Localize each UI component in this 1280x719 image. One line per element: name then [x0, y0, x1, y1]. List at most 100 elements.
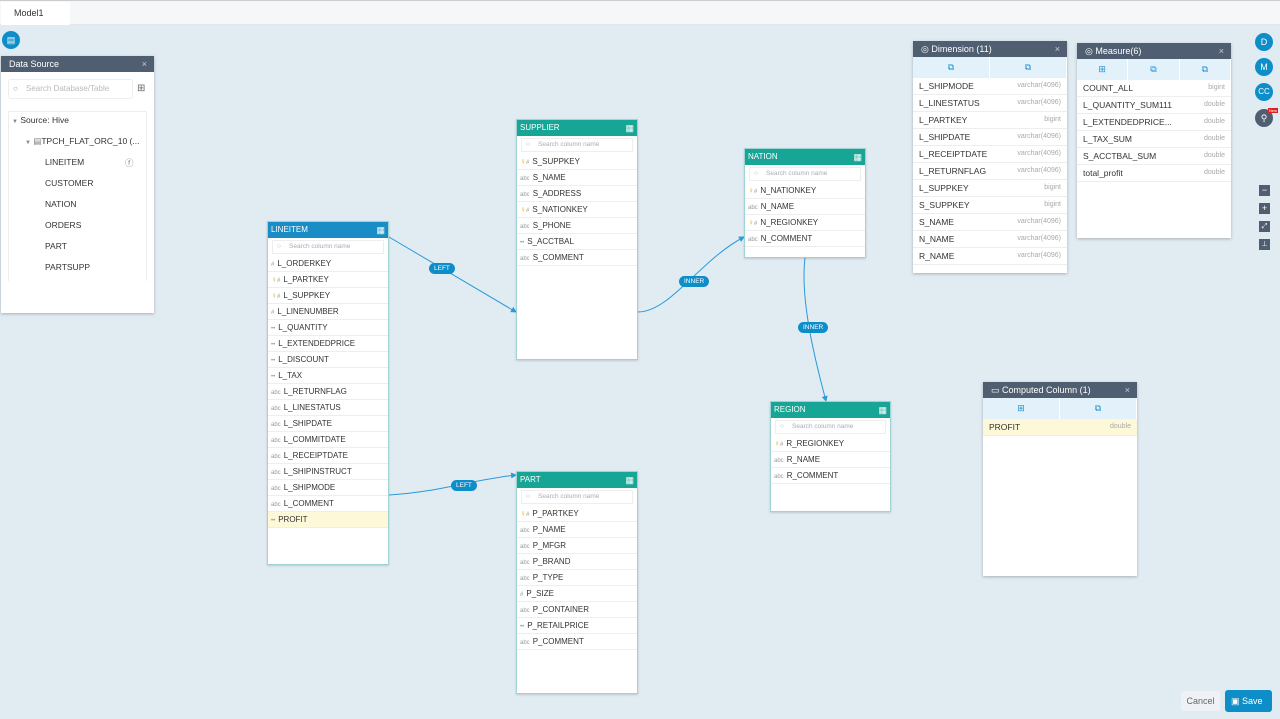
join-line[interactable]: [388, 236, 517, 313]
fit-screen-icon[interactable]: ⤢: [1259, 221, 1270, 232]
join-label[interactable]: INNER: [798, 322, 829, 333]
grid-icon[interactable]: ▦: [376, 225, 385, 235]
batch-add-icon[interactable]: ⧉: [913, 57, 990, 78]
grid-icon[interactable]: ▦: [625, 123, 634, 133]
table-header[interactable]: SUPPLIER▦: [517, 120, 637, 136]
batch-add-icon[interactable]: ⧉: [1128, 59, 1180, 80]
tree-table-customer[interactable]: CUSTOMER: [45, 178, 94, 188]
table-nation[interactable]: NATION▦ ○Search column name♀#N_NATIONKEY…: [744, 148, 866, 258]
table-header[interactable]: PART▦: [517, 472, 637, 488]
caret-down-icon[interactable]: ▼: [25, 140, 31, 146]
datasource-toggle-button[interactable]: ▤: [2, 31, 20, 49]
table-header[interactable]: NATION▦: [745, 149, 865, 165]
measure-item[interactable]: L_EXTENDEDPRICE...double: [1077, 114, 1231, 131]
table-header[interactable]: LINEITEM▦: [268, 222, 388, 238]
computed-column-button[interactable]: CC: [1255, 83, 1273, 101]
column-row[interactable]: ♀#N_REGIONKEY: [745, 215, 865, 231]
table-lineitem[interactable]: LINEITEM▦ ○Search column name#L_ORDERKEY…: [267, 221, 389, 565]
tree-table-lineitem[interactable]: LINEITEM: [45, 157, 85, 167]
search-column-input[interactable]: ○Search column name: [775, 420, 886, 434]
grid-icon[interactable]: ▦: [878, 405, 887, 415]
join-label[interactable]: LEFT: [451, 480, 477, 491]
column-row[interactable]: ••PROFIT: [268, 512, 388, 528]
table-header[interactable]: REGION▦: [771, 402, 890, 418]
grid-icon[interactable]: ▦: [853, 152, 862, 162]
join-line[interactable]: [637, 236, 745, 313]
column-row[interactable]: ••S_ACCTBAL: [517, 234, 637, 250]
table-supplier[interactable]: SUPPLIER▦ ○Search column name ♀#S_SUPPKEY…: [516, 119, 638, 360]
close-icon[interactable]: ×: [141, 59, 147, 69]
column-row[interactable]: #L_LINENUMBER: [268, 304, 388, 320]
column-row[interactable]: ••P_RETAILPRICE: [517, 618, 637, 634]
column-row[interactable]: ♀#R_REGIONKEY: [771, 436, 890, 452]
column-row[interactable]: ••L_DISCOUNT: [268, 352, 388, 368]
tree-database[interactable]: TPCH_FLAT_ORC_10 (...: [41, 136, 140, 146]
search-column-input[interactable]: ○Search column name: [272, 240, 384, 254]
column-row[interactable]: ••L_TAX: [268, 368, 388, 384]
dimension-button[interactable]: D: [1255, 33, 1273, 51]
tree-table-partsupp[interactable]: PARTSUPP: [45, 262, 91, 272]
batch-remove-icon[interactable]: ⧉: [1060, 398, 1137, 419]
close-icon[interactable]: ×: [1054, 44, 1060, 54]
tree-table-orders[interactable]: ORDERS: [45, 220, 82, 230]
search-database-input[interactable]: ○Search Database/Table: [8, 79, 133, 99]
cancel-button[interactable]: Cancel: [1181, 691, 1220, 711]
table-region[interactable]: REGION▦ ○Search column name ♀#R_REGIONKEY…: [770, 401, 891, 512]
add-table-icon[interactable]: ⊞: [137, 83, 146, 94]
save-button[interactable]: ▣ Save: [1225, 690, 1272, 712]
join-label[interactable]: INNER: [679, 276, 710, 287]
column-row[interactable]: ••L_EXTENDEDPRICE: [268, 336, 388, 352]
tree-table-nation[interactable]: NATION: [45, 199, 77, 209]
search-column-input[interactable]: ○Search column name: [521, 138, 633, 152]
search-column-input[interactable]: ○Search column name: [521, 490, 633, 504]
join-label[interactable]: LEFT: [429, 263, 455, 274]
close-icon[interactable]: ×: [1124, 385, 1130, 395]
add-icon[interactable]: ⊞: [1077, 59, 1129, 80]
close-icon[interactable]: ×: [1218, 46, 1224, 56]
column-row[interactable]: ♀#L_PARTKEY: [268, 272, 388, 288]
column-row[interactable]: ♀#S_NATIONKEY: [517, 202, 637, 218]
batch-remove-icon[interactable]: ⧉: [990, 57, 1067, 78]
caret-down-icon[interactable]: ▼: [12, 119, 18, 125]
column-row[interactable]: ♀#S_SUPPKEY: [517, 154, 637, 170]
tree-table-part[interactable]: PART: [45, 241, 67, 251]
zoom-out-icon[interactable]: −: [1259, 185, 1270, 196]
column-row[interactable]: ♀#N_NATIONKEY: [745, 183, 865, 199]
auto-layout-icon[interactable]: ⊥: [1259, 239, 1270, 250]
column-row[interactable]: #P_SIZE: [517, 586, 637, 602]
